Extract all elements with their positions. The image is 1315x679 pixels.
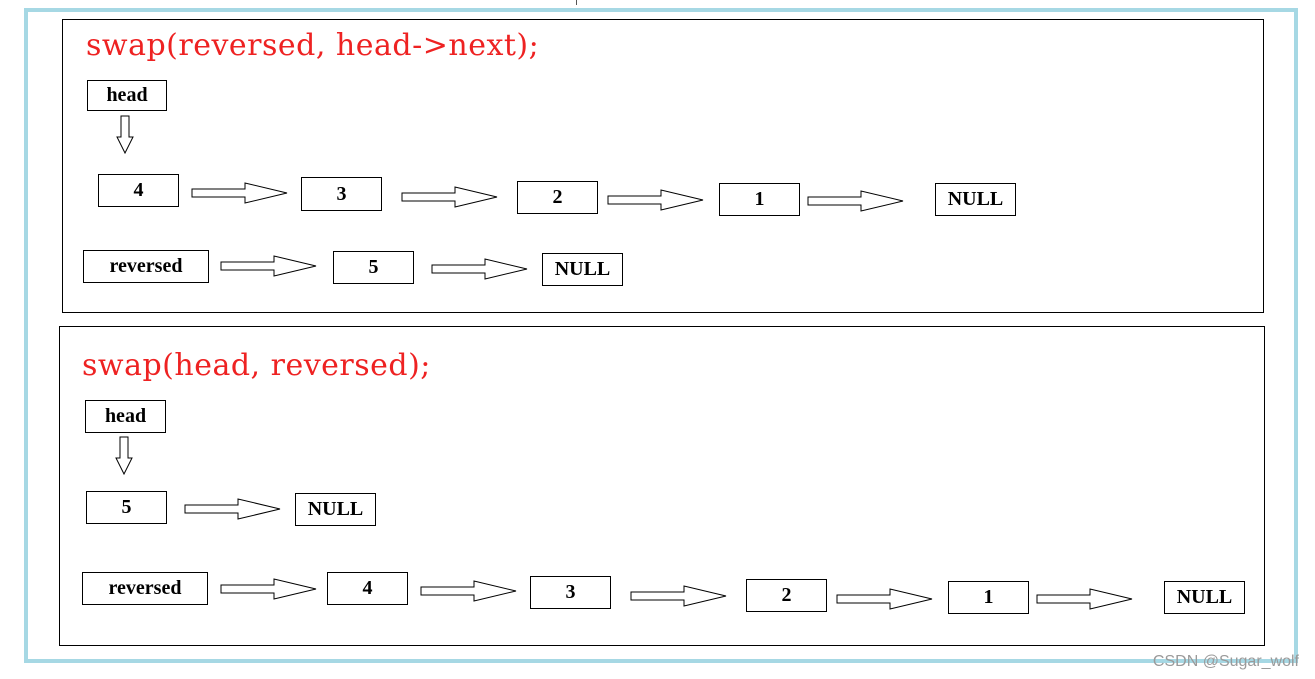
bottom-reversed-node-null: NULL: [1164, 581, 1245, 614]
bottom-reversed-node-3: 1: [948, 581, 1029, 614]
top-head-node-1: 3: [301, 177, 382, 211]
top-head-node-3: 1: [719, 183, 800, 216]
arrow-right-icon: [607, 189, 704, 211]
top-reversed-node-null: NULL: [542, 253, 623, 286]
arrow-right-icon: [401, 186, 498, 208]
arrow-right-icon: [807, 190, 904, 212]
bottom-head-node-0: 5: [86, 491, 167, 524]
top-reversed-label: reversed: [83, 250, 209, 283]
top-head-label: head: [87, 80, 167, 111]
arrow-right-icon: [420, 580, 517, 602]
top-head-down-arrow: [116, 115, 134, 155]
arrow-right-icon: [220, 255, 317, 277]
bottom-head-label: head: [85, 400, 166, 433]
bottom-reversed-node-0: 4: [327, 572, 408, 605]
top-reversed-node-0: 5: [333, 251, 414, 284]
top-code-line: swap(reversed, head->next);: [86, 28, 540, 63]
top-edge-mark: [576, 0, 577, 5]
bottom-head-down-arrow: [115, 436, 133, 476]
bottom-reversed-node-1: 3: [530, 576, 611, 609]
top-head-node-2: 2: [517, 181, 598, 214]
bottom-reversed-label: reversed: [82, 572, 208, 605]
bottom-head-node-null: NULL: [295, 493, 376, 526]
top-head-node-0: 4: [98, 174, 179, 207]
top-head-node-null: NULL: [935, 183, 1016, 216]
watermark: CSDN @Sugar_wolf: [1152, 653, 1299, 670]
arrow-right-icon: [431, 258, 528, 280]
outer-frame: [24, 8, 1298, 663]
bottom-reversed-node-2: 2: [746, 579, 827, 612]
arrow-right-icon: [191, 182, 288, 204]
arrow-right-icon: [630, 585, 727, 607]
arrow-right-icon: [220, 578, 317, 600]
arrow-right-icon: [1036, 588, 1133, 610]
bottom-code-line: swap(head, reversed);: [82, 348, 431, 383]
arrow-right-icon: [836, 588, 933, 610]
arrow-right-icon: [184, 498, 281, 520]
